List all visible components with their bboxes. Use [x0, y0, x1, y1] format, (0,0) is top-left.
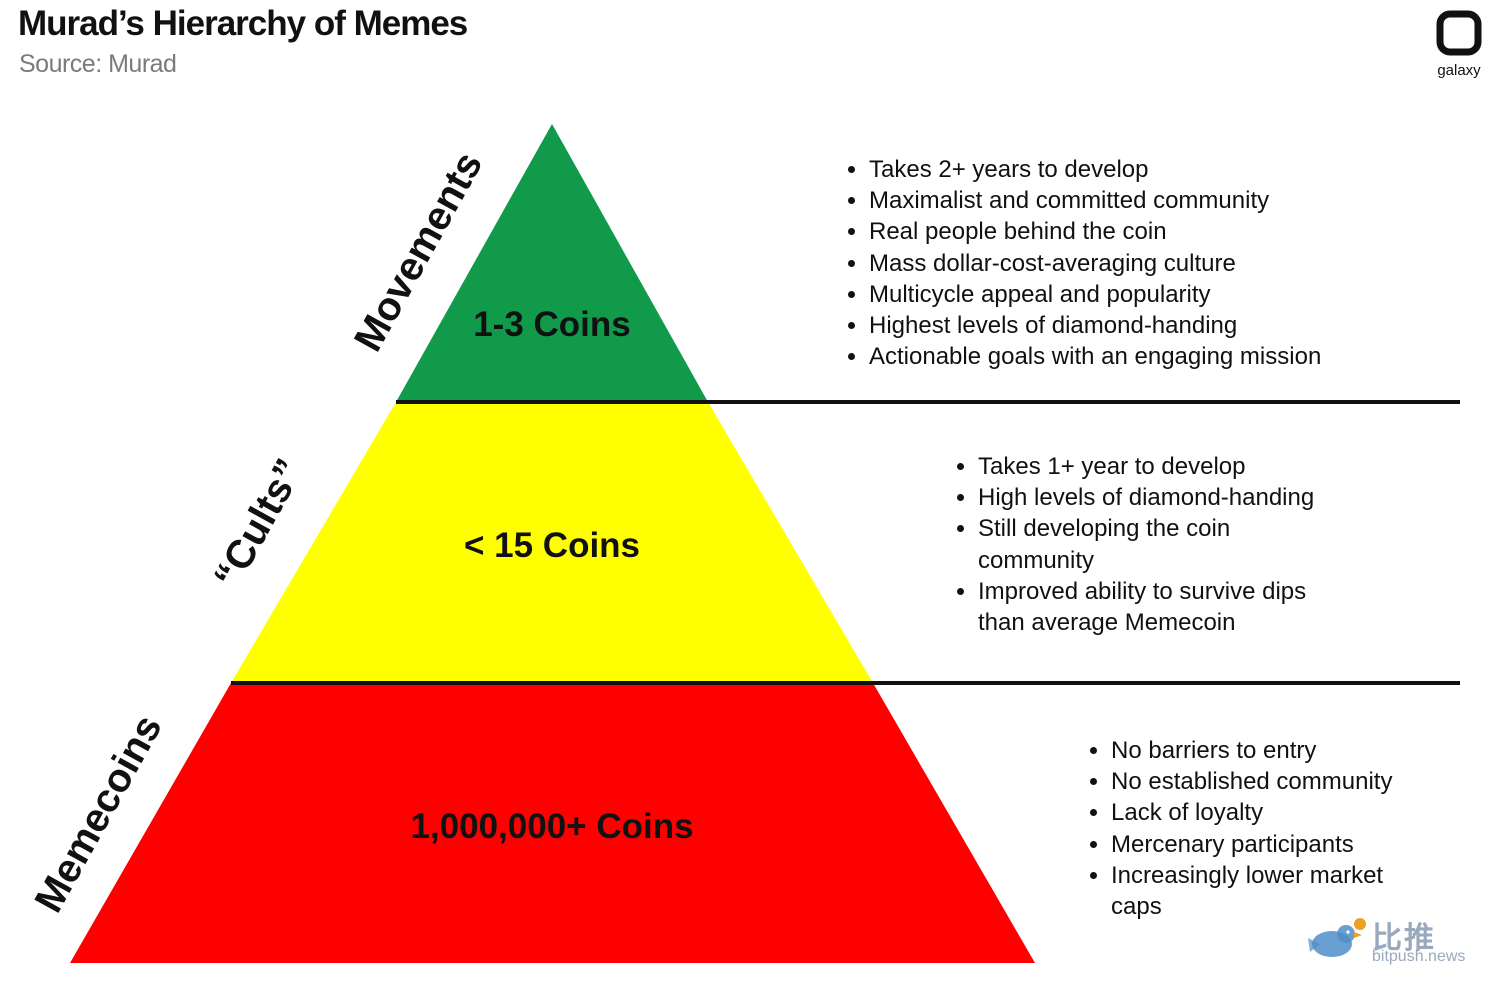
tier-count-label-middle: < 15 Coins [464, 526, 640, 565]
tier-bullets-cults: Takes 1+ year to develop High levels of … [952, 451, 1378, 638]
bullet-item: Takes 2+ years to develop [869, 154, 1449, 185]
bullet-item: Real people behind the coin [869, 216, 1449, 247]
bullet-item: No established community [1111, 766, 1451, 797]
tier-count-label-top: 1-3 Coins [473, 305, 631, 344]
pyramid-tier-movements [396, 124, 708, 402]
bullet-item: Lack of loyalty [1111, 797, 1451, 828]
bullet-item: Actionable goals with an engaging missio… [869, 341, 1449, 372]
bullet-item: Highest levels of diamond-handing [869, 310, 1449, 341]
tier-count-label-bottom: 1,000,000+ Coins [410, 807, 693, 846]
bullet-item: Multicycle appeal and popularity [869, 279, 1449, 310]
bitpush-watermark-brand: 比推 [1372, 922, 1436, 955]
bitpush-bird-icon [1308, 918, 1366, 957]
bullet-item: Still developing the coin community [978, 513, 1278, 575]
pyramid-tier-cults [231, 402, 873, 683]
tier-bullets-memecoins: No barriers to entry No established comm… [1085, 735, 1451, 922]
page-subtitle: Source: Murad [19, 50, 177, 78]
bitpush-watermark: 比推 bitpush.news [1300, 910, 1490, 975]
page-title: Murad’s Hierarchy of Memes [18, 4, 468, 43]
bullet-item: Improved ability to survive dips than av… [978, 576, 1348, 638]
bullet-item: No barriers to entry [1111, 735, 1451, 766]
bullet-item: Mercenary participants [1111, 829, 1451, 860]
bullet-item: Mass dollar-cost-averaging culture [869, 248, 1449, 279]
galaxy-logo-text: galaxy [1437, 62, 1481, 79]
bullet-item: Maximalist and committed community [869, 185, 1449, 216]
bullet-item: Increasingly lower market caps [1111, 860, 1411, 922]
pyramid-tier-memecoins [70, 683, 1035, 963]
bullet-item: High levels of diamond-handing [978, 482, 1378, 513]
galaxy-logo: galaxy [1418, 8, 1500, 88]
bullet-item: Takes 1+ year to develop [978, 451, 1378, 482]
galaxy-logo-icon [1436, 10, 1482, 56]
tier-bullets-movements: Takes 2+ years to develop Maximalist and… [843, 154, 1449, 372]
bitpush-watermark-url: bitpush.news [1372, 948, 1466, 965]
